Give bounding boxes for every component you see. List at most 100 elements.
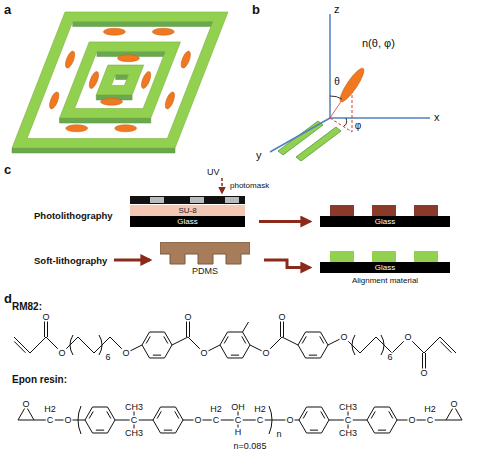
atom-label: H: [234, 428, 243, 437]
atom-label: O: [407, 416, 416, 425]
benzene-ring: [367, 407, 397, 433]
pdms-body: [160, 242, 250, 264]
bond: [30, 337, 46, 353]
glass-substrate: Glass: [130, 216, 245, 227]
bond: [172, 337, 188, 345]
atom-label: O: [285, 416, 294, 425]
phi-arc: [344, 118, 347, 126]
atom-label: O: [277, 313, 286, 322]
repeat-value: n=0.085: [234, 442, 267, 451]
lc-molecule: [163, 91, 176, 110]
double-bond: [302, 336, 306, 343]
double-bond: [153, 355, 161, 356]
bracket: [352, 335, 355, 355]
bond: [282, 337, 298, 345]
process-arrow: [259, 220, 310, 223]
double-bond: [309, 355, 317, 356]
bond: [14, 337, 30, 353]
material-label: Alignment material: [352, 277, 418, 285]
atom-label: C: [256, 416, 265, 425]
alignment-pattern: [414, 251, 438, 262]
layer-label: SU-8: [178, 207, 196, 215]
atom-label: O: [199, 349, 208, 358]
double-bond: [164, 430, 172, 431]
atom-label: O: [419, 369, 428, 378]
process-arrow: [114, 259, 150, 262]
mask-window: [150, 197, 164, 203]
groove-bar: [296, 127, 341, 161]
bracket: [99, 335, 102, 355]
bond: [34, 420, 85, 421]
bracket: [78, 406, 81, 434]
bond: [446, 420, 462, 421]
su8-pattern: [330, 205, 354, 216]
double-bond: [146, 336, 150, 343]
lc-molecule: [66, 125, 88, 132]
vector-label: n(θ, φ): [362, 38, 395, 49]
benzene-ring: [142, 332, 172, 358]
benzene-ring: [299, 407, 329, 433]
layer-label: Glass: [375, 264, 395, 272]
atom-label: CH3: [124, 403, 144, 412]
atom-label: C: [130, 416, 139, 425]
double-bond: [96, 430, 104, 431]
mask-label: photomask: [230, 182, 269, 190]
bond: [424, 337, 440, 353]
benzene-ring: [220, 332, 250, 358]
axis-label: y: [256, 150, 262, 161]
atom-label: H2: [209, 405, 223, 414]
atom-label: C: [426, 416, 435, 425]
double-bond: [321, 411, 325, 418]
lc-molecule: [179, 50, 192, 69]
row-title: Soft-lithography: [34, 256, 107, 266]
atom-label: 6: [104, 353, 111, 362]
atom-label: O: [63, 416, 72, 425]
atom-label: C: [344, 416, 353, 425]
lc-molecule: [103, 28, 125, 35]
lc-molecule: [64, 50, 77, 69]
axis-label: z: [334, 4, 340, 15]
double-bond: [189, 320, 190, 337]
lc-molecule: [87, 70, 100, 89]
double-bond: [310, 430, 318, 431]
atom-label: O: [121, 349, 130, 358]
panel-letter: d: [4, 292, 12, 305]
alignment-pattern: [372, 251, 396, 262]
lc-molecule: [117, 55, 139, 62]
compound-name: Epon resin:: [12, 375, 67, 385]
atom-label: 6: [386, 353, 393, 362]
angle-label: φ: [355, 121, 361, 131]
panel-letter: a: [4, 3, 11, 16]
double-bond: [242, 336, 246, 343]
double-bond: [157, 411, 161, 418]
double-bond: [440, 342, 451, 353]
atom-label: C: [46, 416, 55, 425]
benzene-ring: [85, 407, 115, 433]
panel-letter: c: [4, 163, 11, 176]
double-bond: [280, 320, 281, 337]
atom-label: O: [403, 333, 412, 342]
frame-side: [73, 22, 213, 27]
panel-letter: b: [252, 3, 260, 16]
double-bond: [303, 411, 307, 418]
double-bond: [320, 336, 324, 343]
double-bond: [107, 411, 111, 418]
frame-illustration: [12, 12, 228, 153]
double-bond: [371, 411, 375, 418]
angle-label: θ: [334, 77, 340, 87]
su8-pattern: [372, 205, 396, 216]
lc-molecule: [152, 28, 174, 35]
axes-illustration: [270, 14, 430, 161]
axis-line: [330, 117, 430, 119]
frame-top: [60, 42, 181, 118]
compound-name: RM82:: [12, 302, 42, 312]
lc-molecule: [48, 91, 61, 110]
pdms-mold: [160, 242, 250, 266]
chemical-structures: [14, 320, 462, 434]
double-bond: [389, 411, 393, 418]
atom-label: O: [183, 313, 192, 322]
theta-arc: [330, 96, 342, 99]
double-bond: [186, 320, 187, 337]
benzene-ring: [298, 332, 328, 358]
